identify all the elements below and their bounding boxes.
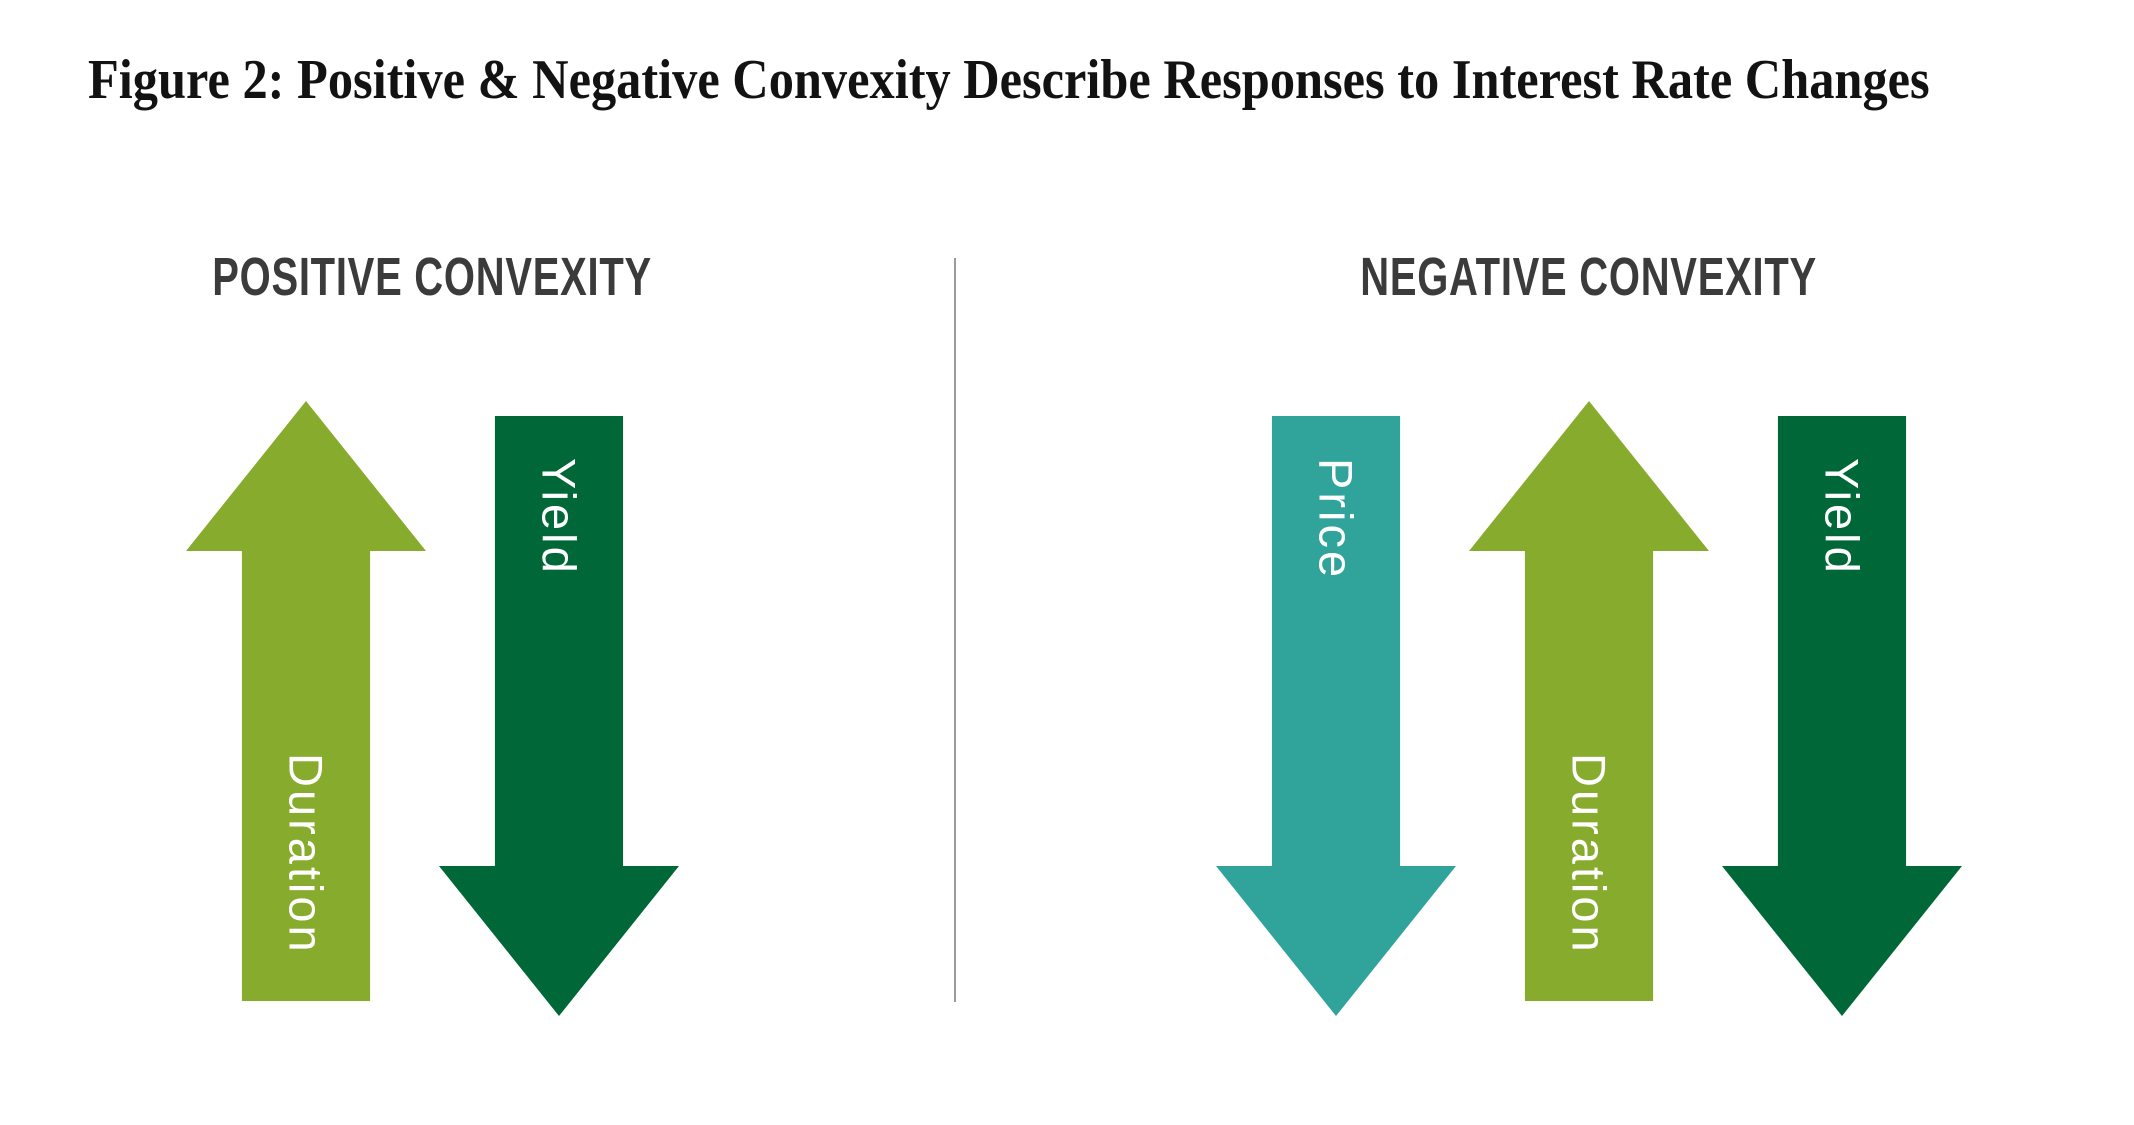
positive-convexity-heading: POSITIVE CONVEXITY	[186, 247, 679, 307]
positive-yield-down-arrow: Yield	[439, 416, 679, 1016]
negative-price-label: Price	[1309, 458, 1363, 581]
negative-convexity-heading-text: NEGATIVE CONVEXITY	[1360, 247, 1818, 307]
negative-price-down-arrow: Price	[1216, 416, 1456, 1016]
positive-arrow-row: Duration Yield	[186, 401, 679, 1016]
panel-divider	[954, 258, 956, 1002]
negative-convexity-panel: NEGATIVE CONVEXITY Price Duration Yield	[1216, 247, 1962, 1016]
positive-duration-label: Duration	[279, 753, 333, 955]
positive-convexity-heading-text: POSITIVE CONVEXITY	[212, 247, 653, 307]
negative-arrow-row: Price Duration Yield	[1216, 401, 1962, 1016]
negative-yield-down-arrow: Yield	[1722, 416, 1962, 1016]
positive-convexity-panel: POSITIVE CONVEXITY Duration Yield	[186, 247, 679, 1016]
positive-duration-up-arrow: Duration	[186, 401, 426, 1001]
negative-convexity-heading: NEGATIVE CONVEXITY	[1216, 247, 1962, 307]
negative-duration-up-arrow: Duration	[1469, 401, 1709, 1001]
figure-title: Figure 2: Positive & Negative Convexity …	[88, 49, 1930, 111]
negative-yield-label: Yield	[1815, 458, 1869, 576]
negative-duration-label: Duration	[1562, 753, 1616, 955]
positive-yield-label: Yield	[532, 458, 586, 576]
